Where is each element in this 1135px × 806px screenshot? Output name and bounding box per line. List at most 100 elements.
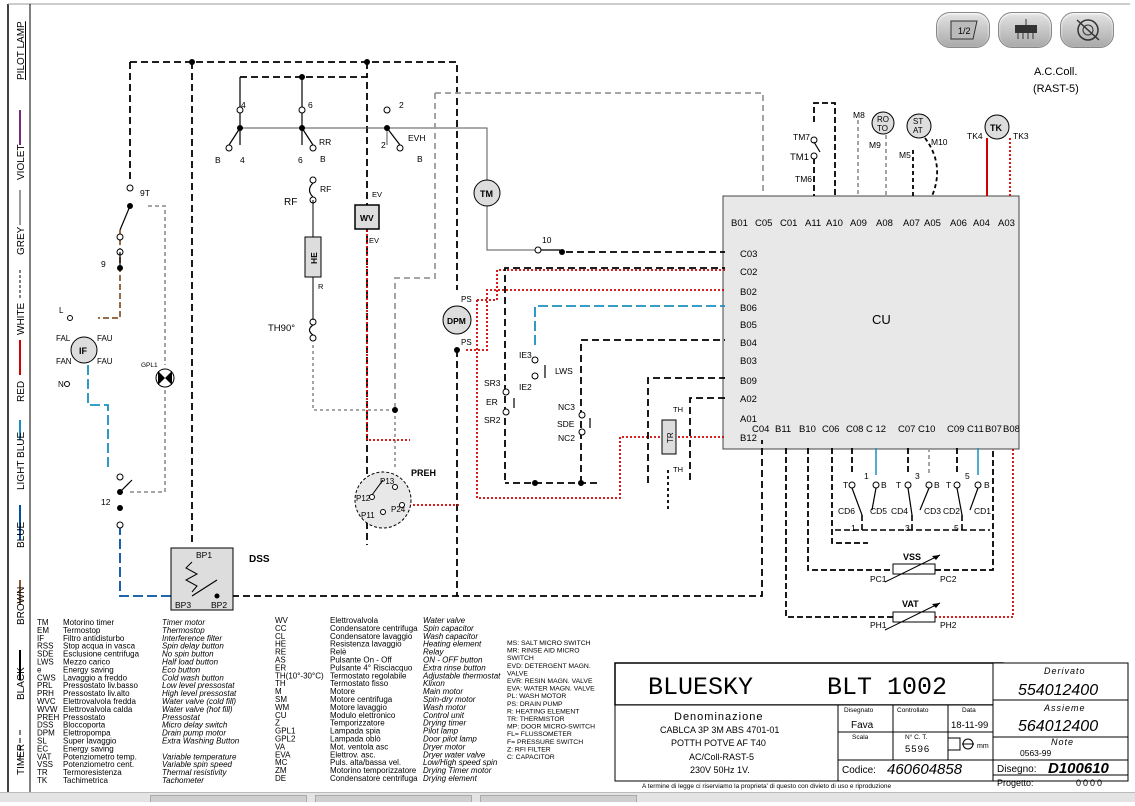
component-dpm: DPM PS PS [442,295,472,347]
fal-label: FAL [56,334,71,343]
legend-cell: Temporizzatore [330,719,385,728]
switch-blades [119,127,979,516]
pin-label: A08 [876,218,893,229]
sr3-label: SR3 [484,378,501,388]
brand-name: BLUESKY [648,673,753,702]
legend-cell: Interference filter [162,634,222,643]
legend-cell: Termostop [63,626,101,635]
label-b-4: B [881,480,887,490]
legend-cell: Spin-dry motor [423,695,476,704]
legend-cell: DPM [37,729,55,738]
label-1-bottom: 1 [851,523,856,533]
pin-label: B06 [740,303,757,314]
no-dryer-button[interactable] [1060,12,1114,48]
scala-label: Scala [852,734,869,741]
page-tab-2[interactable] [315,795,472,802]
sde-label: SDE [557,419,575,429]
pin-label: A04 [973,218,990,229]
legend-cell: ON - OFF button [423,656,483,665]
legend-cell: PL: WASH MOTOR [507,693,566,700]
lws-label: LWS [555,366,573,376]
pin-label: C02 [740,267,757,278]
component-tr: TR TH TH [661,405,683,474]
legend-cell: TR [37,768,48,777]
denom-line-1: CABLCA 3P 3M ABS 4701-01 [660,725,779,735]
pin-label: C09 [947,424,964,435]
legend-cell: SDE [37,650,53,659]
component-roto: RO TO [871,111,895,135]
n-label: N [58,380,64,389]
component-preh: P13 P12 P11 P24 PREH [354,468,436,529]
derivato-value: 554012400 [1018,682,1098,699]
stat-label-b: AT [913,126,923,135]
legend-cell: Thermal resistivity [162,768,227,777]
half-label: 1/2 [958,26,971,36]
legend-cell: Relè [330,648,347,657]
legend-cell: Dryer water valve [423,750,486,759]
label-10: 10 [542,235,552,245]
legend-cell: Relay [423,648,444,657]
legend-cell: HE [275,640,286,649]
legend-cell: GPL1 [275,727,296,736]
heater-button[interactable] [998,12,1052,48]
legend-cell: Pulsante On - Off [330,656,392,665]
legend-cell: PREH [37,713,59,722]
legend-cell: VALVE [507,670,528,677]
legend-cell: Drying element [423,774,478,783]
tm6-label: TM6 [795,174,812,184]
roto-label-b: TO [877,124,888,133]
wire-label-blue: BLUE [16,522,27,548]
legend-cell: TM [37,618,49,627]
dss-label: DSS [249,554,270,565]
page-tab-1[interactable] [150,795,307,802]
page-tab-3[interactable] [480,795,637,802]
component-tm: TM [473,179,501,207]
tr-label: TR [666,432,675,443]
legend-cell: e [37,665,42,674]
legend-cell: RSS [37,642,53,651]
legend-cell: Modulo elettronico [330,711,396,720]
legend-cell: Energy saving [63,665,114,674]
wire-label-grey: GREY [16,226,27,255]
cd3-label: CD3 [924,506,941,516]
legend-cell: M [275,687,282,696]
legend-cell: Lampada oblò [330,735,381,744]
wire-label-violet: VIOLET [16,144,27,180]
legend-cell: Z [275,719,280,728]
nc3-label: NC3 [558,402,575,412]
pin-label: C 12 [866,424,886,435]
wires [87,61,1014,618]
legend-cell: Drain pump motor [162,729,226,738]
label-4-bottom: 4 [240,155,245,165]
legend-cell: Tachometer [162,776,204,785]
disegnato-value: Fava [851,720,874,731]
legend-cell: Timer motor [162,618,205,627]
pin-label: C03 [740,249,757,260]
label-9: 9 [101,259,106,269]
legend-cell: Heating element [423,640,482,649]
cd4-label: CD4 [891,506,908,516]
m5-label: M5 [899,150,911,160]
legend-cell: PS: DRAIN PUMP [507,701,563,708]
legend-cell: Elettrovalvola calda [63,705,133,714]
legend-cell: Lampada spia [330,727,381,736]
pin-label: B03 [740,356,757,367]
legend-cell: EVR: RESIN MAGN. VALVE [507,678,593,685]
wire-label-black: BLACK [16,667,27,700]
legend-cell: Termostato regolabile [330,671,407,680]
legend-cell: Motorino timer [63,618,114,627]
legend-cell: Pilot lamp [423,727,459,736]
legend-cell: Pressostato [63,713,106,722]
legend-cell: Micro delay switch [162,721,228,730]
legend-cell: Wash motor [423,703,466,712]
fau-label-2: FAU [97,357,113,366]
model-name: BLT 1002 [827,673,947,702]
no-dryer-icon [1076,19,1100,41]
half-page-button[interactable]: 1/2 [936,12,990,48]
legend-cell: MP: DOOR MICRO-SWITCH [507,724,595,731]
component-wv: WV EV EV [354,190,382,245]
legend-cell: EC [37,744,48,753]
note-label: Note [1051,737,1074,747]
he-label: HE [309,252,319,264]
r-label: R [318,282,324,291]
